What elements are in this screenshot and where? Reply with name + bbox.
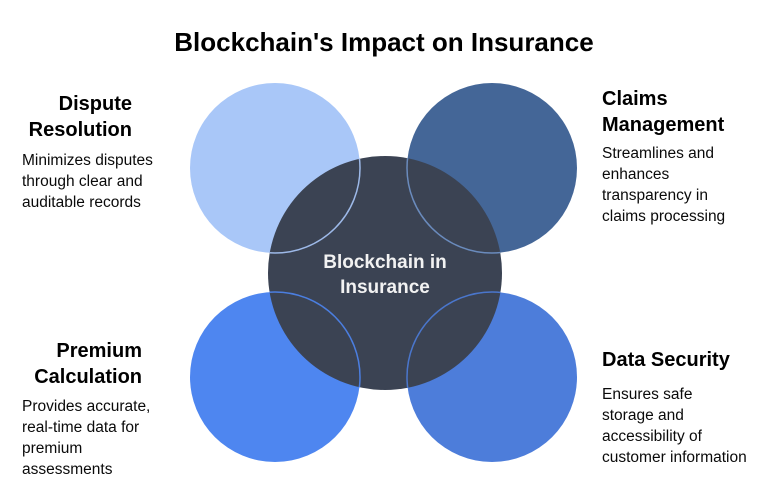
description-line: Ensures safe <box>602 386 693 403</box>
claims-management-arc <box>406 156 502 254</box>
claims-management-heading: Claims Management <box>602 86 768 138</box>
description-line: auditable records <box>22 194 141 211</box>
dispute-resolution-description: Minimizes disputes through clear and aud… <box>22 150 192 213</box>
dispute-resolution-arc <box>268 156 361 254</box>
description-line: premium <box>22 440 83 457</box>
description-line: through clear and <box>22 173 143 190</box>
description-line: real-time data for <box>22 419 140 436</box>
heading-line: Calculation <box>34 366 142 388</box>
data-security-description: Ensures safe storage and accessibility o… <box>602 384 768 468</box>
data-security-arc <box>406 291 502 390</box>
dispute-resolution-heading: Dispute Resolution <box>0 91 132 143</box>
center-circle <box>268 156 502 390</box>
center-label-line: Insurance <box>340 277 430 298</box>
description-line: storage and <box>602 407 684 424</box>
heading-line: Dispute <box>58 93 132 115</box>
center-label: Blockchain in Insurance <box>275 250 495 300</box>
page-title: Blockchain's Impact on Insurance <box>174 27 594 57</box>
description-line: Provides accurate, <box>22 398 151 415</box>
description-line: claims processing <box>602 208 726 225</box>
claims-management-description: Streamlines and enhances transparency in… <box>602 143 768 227</box>
premium-calculation-description: Provides accurate, real-time data for pr… <box>22 396 192 480</box>
overlap-arcs <box>268 156 502 390</box>
heading-line: Management <box>602 114 725 136</box>
description-line: Minimizes disputes <box>22 152 153 169</box>
center-label-line: Blockchain in <box>323 252 447 273</box>
heading-line: Resolution <box>28 119 132 141</box>
data-security-heading: Data Security <box>602 347 768 373</box>
heading-line: Data Security <box>602 349 730 371</box>
description-line: accessibility of <box>602 428 702 445</box>
description-line: customer information <box>602 449 747 466</box>
premium-calculation-heading: Premium Calculation <box>0 338 142 390</box>
heading-line: Premium <box>56 340 142 362</box>
premium-calculation-arc <box>268 291 361 390</box>
description-line: enhances <box>602 166 670 183</box>
description-line: assessments <box>22 461 113 478</box>
description-line: transparency in <box>602 187 708 204</box>
heading-line: Claims <box>602 88 668 110</box>
description-line: Streamlines and <box>602 145 715 162</box>
